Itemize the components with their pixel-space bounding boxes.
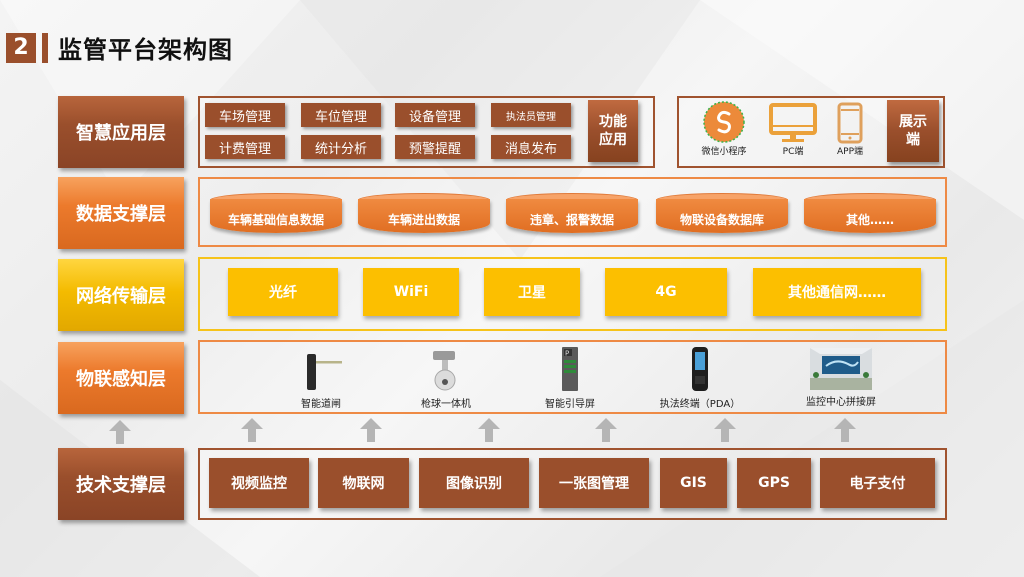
tech-gps[interactable]: GPS bbox=[737, 458, 811, 508]
arrow-up-icon bbox=[109, 420, 131, 444]
arrow-up-icon bbox=[241, 418, 263, 442]
mobile-app-icon bbox=[837, 102, 863, 144]
arrow-up-icon bbox=[714, 418, 736, 442]
function-alert[interactable]: 预警提醒 bbox=[395, 135, 475, 159]
endpoint-label: APP端 bbox=[836, 147, 863, 157]
endpoint-pc[interactable]: PC端 bbox=[765, 102, 821, 157]
section-number-badge: 2 bbox=[6, 33, 36, 63]
tech-gis[interactable]: GIS bbox=[660, 458, 727, 508]
guidance-screen-icon: P bbox=[562, 347, 578, 391]
display-group-label: 展示端 bbox=[887, 100, 939, 162]
network-wifi[interactable]: WiFi bbox=[363, 268, 459, 316]
endpoint-app[interactable]: APP端 bbox=[828, 102, 872, 157]
layer-label-iot: 物联感知层 bbox=[58, 342, 184, 414]
device-guidance-screen[interactable]: P 智能引导屏 bbox=[532, 346, 608, 410]
endpoint-label: PC端 bbox=[782, 147, 804, 157]
title-accent-bar bbox=[42, 33, 48, 63]
tech-iot[interactable]: 物联网 bbox=[318, 458, 409, 508]
function-parking-lot-mgmt[interactable]: 车场管理 bbox=[205, 103, 285, 127]
network-other[interactable]: 其他通信网…… bbox=[753, 268, 921, 316]
database-vehicle-basic-info[interactable]: 车辆基础信息数据 bbox=[210, 193, 342, 233]
svg-text:P: P bbox=[565, 350, 569, 358]
function-message-publish[interactable]: 消息发布 bbox=[491, 135, 571, 159]
arrow-up-icon bbox=[595, 418, 617, 442]
pc-monitor-icon bbox=[769, 103, 817, 142]
function-enforcer-mgmt[interactable]: 执法员管理 bbox=[491, 103, 571, 127]
function-billing-mgmt[interactable]: 计费管理 bbox=[205, 135, 285, 159]
layer-label-network: 网络传输层 bbox=[58, 259, 184, 331]
database-iot-devices[interactable]: 物联设备数据库 bbox=[656, 193, 788, 233]
tech-e-payment[interactable]: 电子支付 bbox=[820, 458, 935, 508]
tech-one-map-mgmt[interactable]: 一张图管理 bbox=[539, 458, 649, 508]
barrier-gate-icon bbox=[307, 354, 342, 390]
arrow-up-icon bbox=[360, 418, 382, 442]
database-other[interactable]: 其他…… bbox=[804, 193, 936, 233]
endpoint-label: 微信小程序 bbox=[701, 147, 747, 157]
tech-video-surveillance[interactable]: 视频监控 bbox=[209, 458, 309, 508]
database-vehicle-in-out[interactable]: 车辆进出数据 bbox=[358, 193, 490, 233]
page-title: 监管平台架构图 bbox=[58, 36, 233, 64]
network-fiber[interactable]: 光纤 bbox=[228, 268, 338, 316]
layer-label-data-support: 数据支撑层 bbox=[58, 177, 184, 249]
function-app-group-label: 功能应用 bbox=[588, 100, 638, 162]
network-4g[interactable]: 4G bbox=[605, 268, 727, 316]
wechat-miniprogram-icon bbox=[703, 101, 745, 143]
layer-label-tech-support: 技术支撑层 bbox=[58, 448, 184, 520]
network-satellite[interactable]: 卫星 bbox=[484, 268, 580, 316]
database-violation-alarm[interactable]: 违章、报警数据 bbox=[506, 193, 638, 233]
function-parking-space-mgmt[interactable]: 车位管理 bbox=[301, 103, 381, 127]
pda-terminal-icon bbox=[692, 347, 708, 391]
layer-label-smart-app: 智慧应用层 bbox=[58, 96, 184, 168]
endpoint-wechat[interactable]: 微信小程序 bbox=[695, 100, 753, 157]
device-barrier-gate[interactable]: 智能道闸 bbox=[288, 350, 354, 410]
function-statistics[interactable]: 统计分析 bbox=[301, 135, 381, 159]
ptz-camera-icon bbox=[433, 351, 456, 391]
arrow-up-icon bbox=[478, 418, 500, 442]
arrow-up-icon bbox=[834, 418, 856, 442]
device-pda[interactable]: 执法终端（PDA） bbox=[652, 346, 748, 410]
device-video-wall[interactable]: 监控中心拼接屏 bbox=[796, 348, 886, 408]
tech-image-recognition[interactable]: 图像识别 bbox=[419, 458, 529, 508]
video-wall-icon bbox=[810, 348, 872, 390]
device-ptz-camera[interactable]: 枪球一体机 bbox=[408, 348, 484, 410]
function-device-mgmt[interactable]: 设备管理 bbox=[395, 103, 475, 127]
